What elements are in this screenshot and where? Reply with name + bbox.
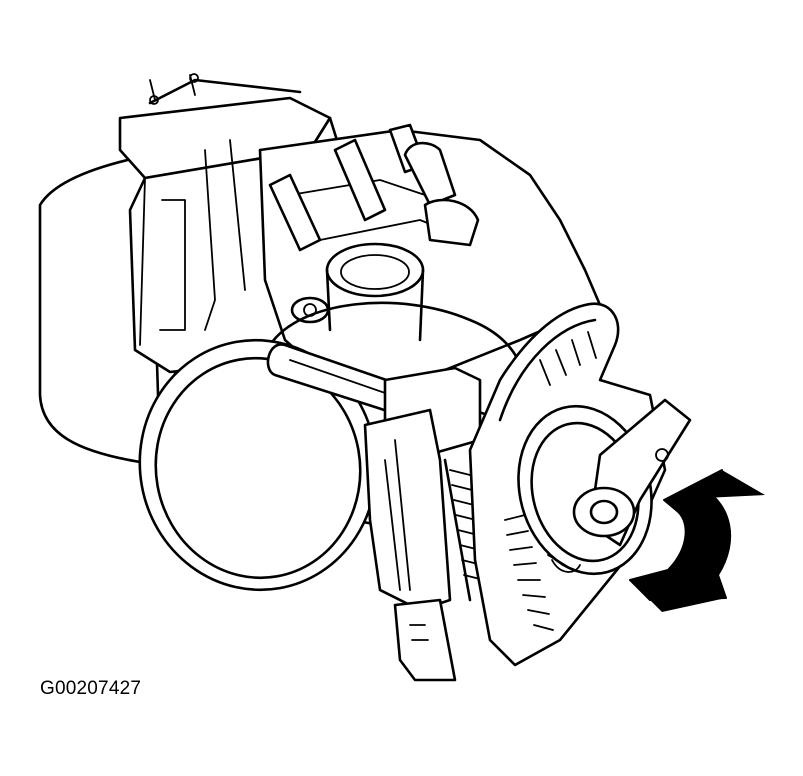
inlet-flange xyxy=(138,338,378,592)
gear-teeth xyxy=(443,458,485,602)
figure-id: G00207427 xyxy=(40,678,142,699)
rotation-arrow xyxy=(629,469,765,612)
top-port xyxy=(290,242,425,342)
sensor-block xyxy=(363,366,482,682)
throttle-lever xyxy=(517,398,692,576)
hose-nipples xyxy=(268,123,480,252)
